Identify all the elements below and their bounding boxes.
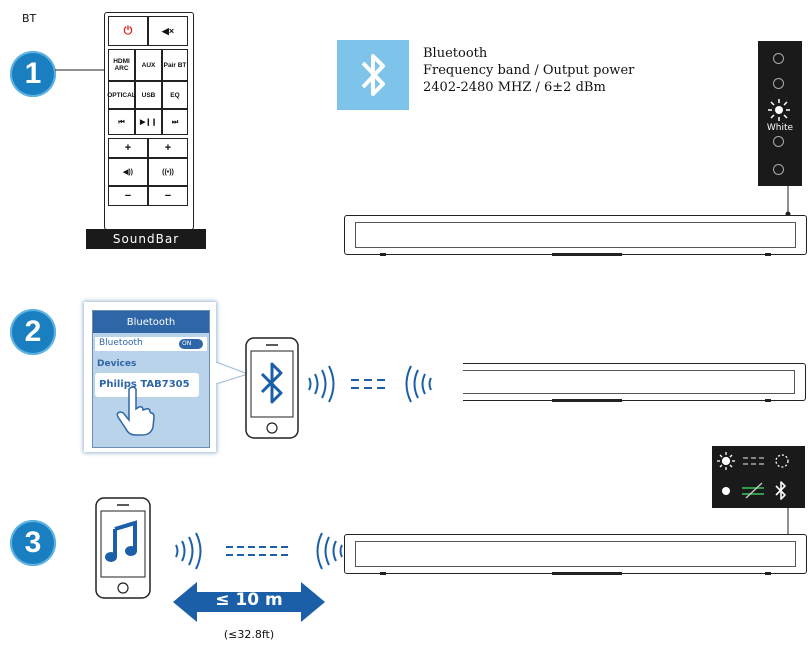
led-status-panel	[712, 446, 805, 508]
optical-button[interactable]: OPTICAL	[107, 81, 136, 109]
next-button[interactable]: ⏭	[162, 109, 188, 135]
volume-down-button[interactable]: −	[108, 186, 148, 206]
surround-down-button[interactable]: −	[148, 186, 188, 206]
pair-bt-button[interactable]: Pair BT	[162, 49, 188, 81]
led-panel: White	[758, 41, 802, 186]
soundbar-stand	[552, 572, 622, 575]
smartphone-bluetooth	[245, 337, 299, 439]
devices-heading: Devices	[97, 359, 137, 369]
led-indicator	[773, 164, 784, 175]
surround-label: ((•))	[148, 158, 188, 186]
remote-control: ⏻ ◀× HDMI ARC AUX Pair BT OPTICAL USB EQ…	[104, 12, 194, 230]
soundbar-grille	[463, 370, 795, 394]
usb-button[interactable]: USB	[135, 81, 162, 109]
mute-button[interactable]: ◀×	[148, 16, 188, 46]
bluetooth-toggle[interactable]: ON	[179, 339, 203, 349]
soundbar-3	[344, 534, 807, 574]
bluetooth-signal-waves	[308, 365, 432, 403]
screen-header: Bluetooth	[93, 311, 209, 333]
soundbar-grille	[355, 222, 796, 248]
tap-hand-icon	[116, 386, 155, 436]
step-1-badge: 1	[10, 51, 56, 97]
led-status-icons	[717, 452, 789, 500]
soundbar-stand	[552, 399, 622, 402]
surround-up-button[interactable]: +	[148, 138, 188, 158]
bluetooth-setting-row[interactable]: Bluetooth ON	[95, 337, 207, 351]
soundbar-foot	[765, 253, 771, 256]
led-pointer	[785, 186, 791, 217]
volume-up-button[interactable]: +	[108, 138, 148, 158]
soundbar-1	[344, 215, 807, 255]
range-feet: (≤32.8ft)	[223, 628, 275, 641]
led-indicator	[773, 53, 784, 64]
power-button[interactable]: ⏻	[108, 16, 148, 46]
device-list-item[interactable]: Philips TAB7305	[95, 373, 199, 397]
step-2-badge: 2	[10, 309, 56, 355]
spec-line-2: Frequency band / Output power	[423, 63, 635, 78]
led-lit-icon	[768, 99, 790, 121]
soundbar-foot	[765, 572, 771, 575]
phone-screen: Bluetooth Bluetooth ON Devices Philips T…	[92, 310, 210, 448]
spec-title: Bluetooth	[423, 46, 488, 61]
led-indicator	[773, 78, 784, 89]
soundbar-foot	[765, 399, 771, 402]
mode-label: BT	[22, 12, 37, 25]
bluetooth-spec-text: Bluetooth Frequency band / Output power …	[423, 45, 634, 96]
aux-button[interactable]: AUX	[135, 49, 162, 81]
eq-button[interactable]: EQ	[162, 81, 188, 109]
range-arrow	[173, 582, 325, 622]
volume-label: ◀))	[108, 158, 148, 186]
bluetooth-signal-waves-range	[175, 532, 343, 570]
bluetooth-spec-icon	[337, 40, 409, 110]
soundbar-foot	[380, 253, 386, 256]
bluetooth-row-label: Bluetooth	[99, 338, 143, 348]
smartphone-music	[95, 497, 151, 599]
range-distance: ≤ 10 m	[215, 590, 283, 610]
previous-button[interactable]: ⏮	[108, 109, 135, 135]
soundbar-stand	[552, 253, 622, 256]
soundbar-grille	[355, 541, 796, 567]
soundbar-2	[463, 363, 806, 401]
brand-label: SoundBar	[86, 229, 206, 249]
led-color-label: White	[766, 123, 794, 133]
phone-screen-frame: Bluetooth Bluetooth ON Devices Philips T…	[84, 302, 216, 452]
spec-line-3: 2402-2480 MHZ / 6±2 dBm	[423, 80, 606, 95]
play-pause-button[interactable]: ▶❙❙	[135, 109, 162, 135]
soundbar-foot	[380, 572, 386, 575]
step-3-badge: 3	[10, 520, 56, 566]
hdmi-arc-button[interactable]: HDMI ARC	[108, 49, 135, 81]
led-indicator	[773, 136, 784, 147]
